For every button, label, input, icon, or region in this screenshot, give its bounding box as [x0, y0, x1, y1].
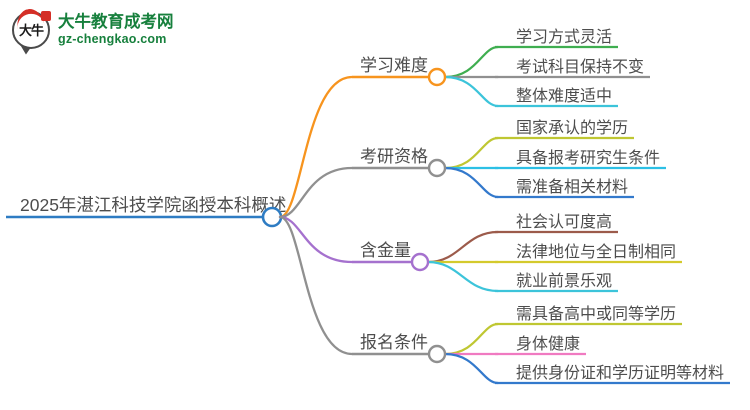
- child-curve: [443, 352, 500, 385]
- branch-node-circle[interactable]: [410, 252, 430, 272]
- child-node-label[interactable]: 提供身份证和学历证明等材料: [516, 364, 724, 382]
- logo-red-seal-icon: [41, 11, 51, 21]
- branch-curve: [278, 215, 354, 264]
- branch-node-label[interactable]: 报名条件: [360, 333, 428, 352]
- branch-curve: [278, 215, 354, 356]
- branch-curve: [278, 166, 354, 219]
- root-node-label[interactable]: 2025年湛江科技学院函授本科概述: [20, 195, 286, 215]
- logo-title: 大牛教育成考网: [58, 12, 174, 31]
- child-node-label[interactable]: 需具备高中或同等学历: [516, 305, 676, 323]
- logo-text-block: 大牛教育成考网 gz-chengkao.com: [58, 13, 174, 48]
- child-curve: [443, 75, 500, 108]
- branch-node-label[interactable]: 学习难度: [360, 56, 428, 75]
- branch-node-circle[interactable]: [427, 67, 447, 87]
- logo-subtitle: gz-chengkao.com: [58, 32, 167, 47]
- site-logo: 大牛 大牛教育成考网 gz-chengkao.com: [12, 6, 174, 56]
- branch-node-label[interactable]: 含金量: [360, 241, 411, 260]
- child-node-label[interactable]: 社会认可度高: [516, 213, 612, 231]
- child-curve: [426, 260, 500, 293]
- child-node-label[interactable]: 具备报考研究生条件: [516, 149, 660, 167]
- child-curve: [443, 322, 500, 356]
- branch-node-circle[interactable]: [427, 158, 447, 178]
- child-node-label[interactable]: 考试科目保持不变: [516, 58, 644, 76]
- branch-node-circle[interactable]: [427, 344, 447, 364]
- child-node-label[interactable]: 学习方式灵活: [516, 28, 612, 46]
- child-curve: [443, 136, 500, 170]
- daniu-logo-icon: 大牛: [12, 6, 51, 56]
- child-node-label[interactable]: 整体难度适中: [516, 87, 612, 105]
- branch-curve: [278, 75, 354, 219]
- child-node-label[interactable]: 国家承认的学历: [516, 119, 628, 137]
- root-node-circle[interactable]: [261, 206, 283, 228]
- child-node-label[interactable]: 身体健康: [516, 335, 580, 353]
- child-node-label[interactable]: 就业前景乐观: [516, 272, 612, 290]
- child-node-label[interactable]: 需准备相关材料: [516, 178, 628, 196]
- child-curve: [443, 166, 500, 199]
- logo-icon-text: 大牛: [18, 22, 44, 38]
- child-node-label[interactable]: 法律地位与全日制相同: [516, 243, 676, 261]
- child-curve: [443, 45, 500, 79]
- child-curve: [426, 230, 500, 264]
- branch-node-label[interactable]: 考研资格: [360, 147, 428, 166]
